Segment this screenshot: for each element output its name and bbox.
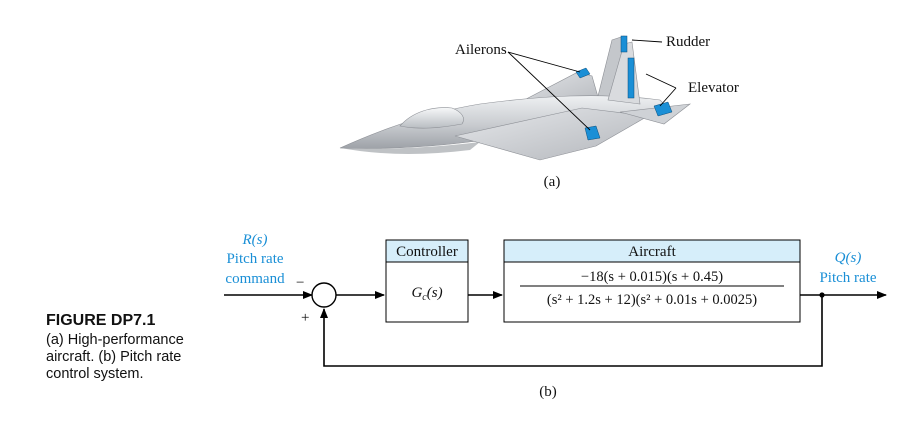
block-diagram [224,239,887,367]
plus-sign: + [301,310,309,326]
controller-title: Controller [396,244,458,260]
nose-shade [340,142,480,154]
elevator-label: Elevator [688,80,739,96]
input-signal-label: R(s) [242,232,268,248]
ailerons-leader-2 [507,51,591,131]
part-b-label: (b) [539,384,557,400]
aircraft-numerator: −18(s + 0.015)(s + 0.45) [581,269,723,285]
minus-sign: − [296,275,304,291]
ailerons-leader-1 [507,51,581,73]
rudder-surface-lower [627,57,635,99]
right-aileron-surface [584,125,601,141]
aircraft-body [503,261,801,323]
aircraft-illustration [339,35,692,161]
ailerons-label: Ailerons [455,42,507,58]
elevator-leader [645,73,677,89]
input-description-line1: Pitch rate [226,251,283,267]
left-aileron-surface [575,67,591,79]
figure-caption-text: (a) High-performance aircraft. (b) Pitch… [46,332,184,382]
controller-tf: Gc(s) [411,285,442,303]
summing-junction [311,282,337,308]
aircraft-block [503,239,801,323]
controller-block [385,239,469,323]
input-description-line2: command [225,271,285,287]
near-wing [454,107,649,161]
part-a-label: (a) [544,174,561,190]
elevator-surface [653,101,673,117]
controller-body [385,261,469,323]
output-description: Pitch rate [819,270,876,286]
canopy [399,107,464,129]
aircraft-denominator: (s² + 1.2s + 12)(s² + 0.01s + 0.0025) [547,292,757,308]
output-signal-label: Q(s) [835,250,862,266]
elevator-leader-2 [659,87,677,107]
rudder-label: Rudder [666,34,710,50]
feedback-path [320,295,823,367]
rudder-surface [620,35,628,53]
aircraft-title: Aircraft [628,244,676,260]
rudder-leader [631,39,663,43]
figure-caption: FIGURE DP7.1 (a) High-performance aircra… [46,312,216,383]
figure-label: FIGURE DP7.1 [46,312,156,329]
